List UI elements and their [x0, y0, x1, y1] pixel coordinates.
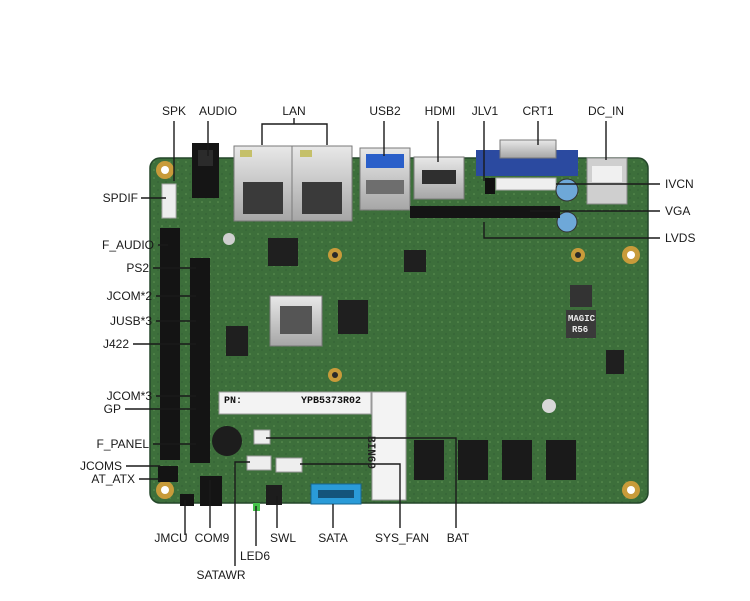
label-jlv1: JLV1	[471, 104, 499, 118]
label-lan: LAN	[282, 104, 306, 118]
label-jusb3: JUSB*3	[109, 314, 152, 328]
jlv1-connector	[485, 178, 495, 194]
label-ivcn: IVCN	[665, 177, 694, 191]
bat-connector	[253, 429, 271, 445]
label-jmcu: JMCU	[154, 531, 188, 545]
label-f-panel: F_PANEL	[96, 437, 149, 451]
label-com9: COM9	[194, 531, 230, 545]
label-jcoms: JCOMS	[80, 459, 122, 473]
module-slot	[218, 391, 372, 415]
capacitor	[556, 211, 578, 233]
sys-fan-connector	[275, 457, 303, 473]
label-spdif: SPDIF	[102, 191, 138, 205]
label-audio: AUDIO	[198, 104, 238, 118]
label-satawr: SATAWR	[196, 568, 246, 582]
label-usb2: USB2	[369, 104, 401, 118]
satawr-connector	[246, 455, 272, 471]
label-vga: VGA	[665, 204, 691, 218]
ivcn-connector	[495, 177, 557, 191]
lan-ports	[233, 145, 353, 222]
label-sys-fan: SYS_FAN	[374, 531, 430, 545]
usb-ports	[359, 147, 411, 211]
spdif-connector	[161, 183, 177, 219]
label-lvds: LVDS	[665, 231, 696, 245]
at-atx-header	[158, 466, 178, 482]
label-ps2: PS2	[126, 261, 149, 275]
label-hdmi: HDMI	[424, 104, 456, 118]
label-sata: SATA	[318, 531, 348, 545]
leader-lines	[125, 118, 660, 566]
label-spk: SPK	[161, 104, 187, 118]
label-crt1: CRT1	[522, 104, 554, 118]
chips	[226, 238, 624, 374]
mounting-holes	[156, 161, 640, 499]
label-jcom3: JCOM*3	[106, 389, 152, 403]
label-dc-in: DC_IN	[587, 104, 625, 118]
hdmi-port	[413, 156, 465, 200]
label-f-audio: F_AUDIO	[101, 238, 154, 252]
label-gp: GP	[103, 402, 121, 416]
silk-pn-label: PN:	[224, 396, 243, 407]
label-bat: BAT	[446, 531, 470, 545]
label-at-atx: AT_ATX	[91, 472, 135, 486]
label-j422: J422	[102, 337, 129, 351]
sodimm-slot	[371, 391, 407, 501]
memory-chips	[414, 440, 576, 480]
inductor-code: R56	[572, 325, 589, 335]
left-header-b	[190, 258, 210, 463]
silk-part-number: YPB5373R02	[301, 396, 362, 407]
capacitor	[555, 178, 579, 202]
crt-connector	[476, 139, 578, 176]
jmcu-header	[180, 494, 194, 506]
com9-header	[200, 476, 222, 506]
inductor-marking: MAGIC	[568, 314, 596, 324]
label-jcom2: JCOM*2	[106, 289, 152, 303]
label-swl: SWL	[269, 531, 297, 545]
swl-switch	[266, 485, 282, 505]
dc-in-jack	[586, 157, 628, 205]
buzzer	[212, 426, 242, 456]
label-led6: LED6	[239, 549, 271, 563]
vga-header	[410, 206, 560, 218]
silk-bin: BIN69	[364, 436, 376, 470]
